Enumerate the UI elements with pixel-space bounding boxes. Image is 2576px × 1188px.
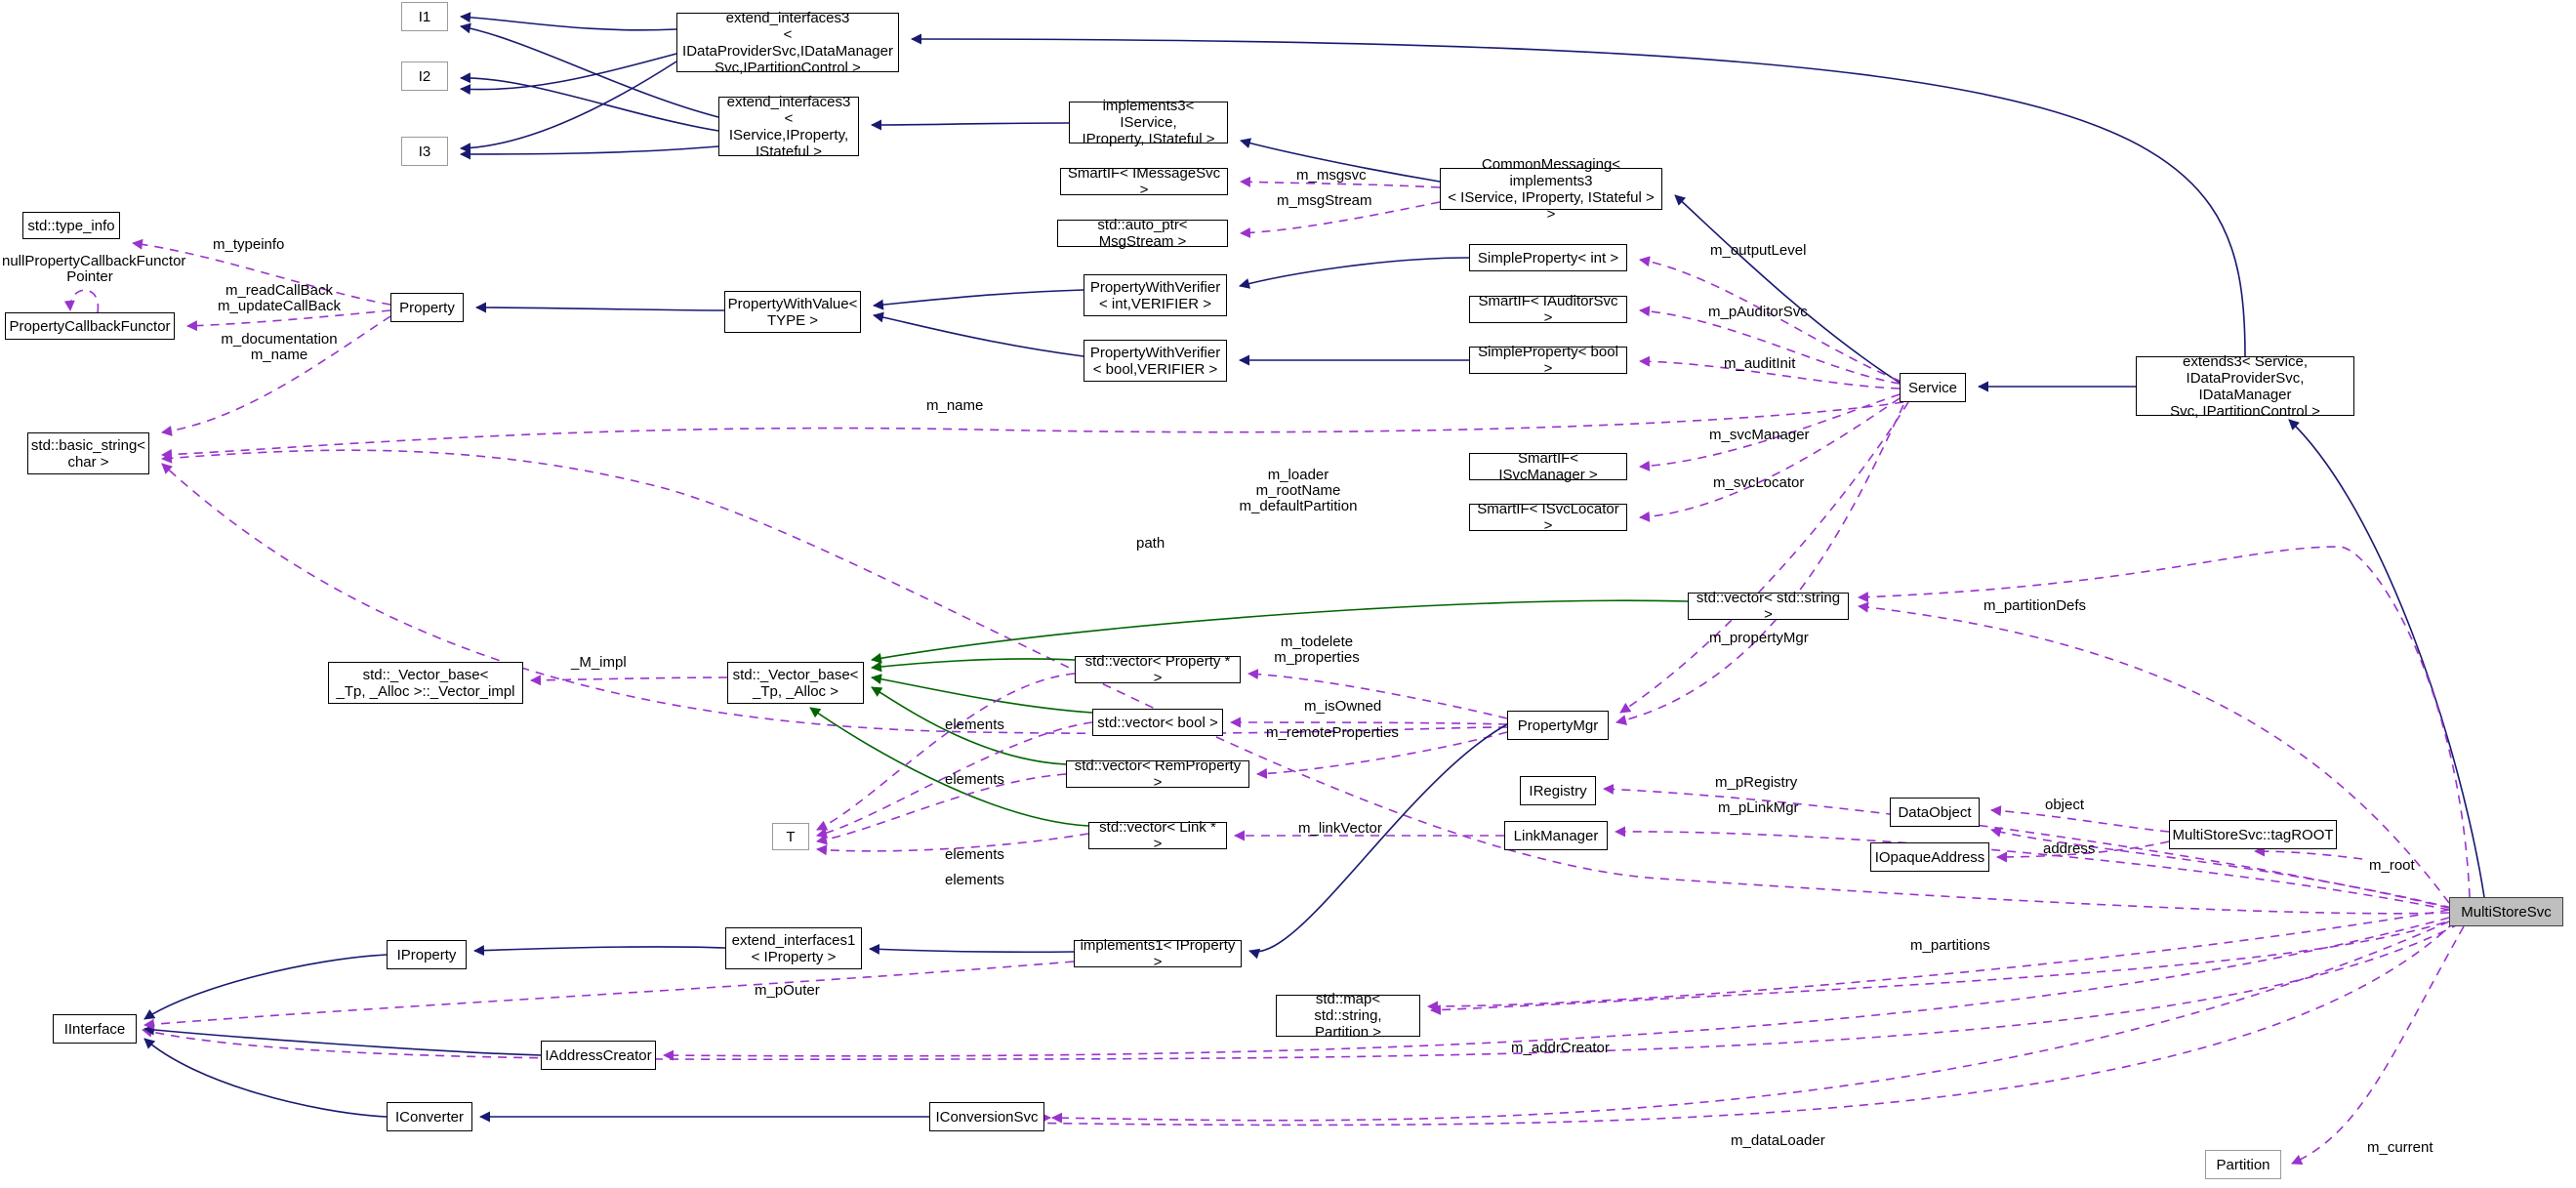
node-multistoresvc-tagroot[interactable]: MultiStoreSvc::tagROOT [2169,820,2337,849]
node-iregistry[interactable]: IRegistry [1520,776,1596,805]
edge-label-m-plinkmgr: m_pLinkMgr [1718,799,1799,816]
node-iconversionsvc[interactable]: IConversionSvc [929,1102,1044,1131]
edge-label-elements-4: elements [945,872,1004,888]
node-iopaqueaddress[interactable]: IOpaqueAddress [1870,842,1989,872]
node-propertywithvalue[interactable]: PropertyWithValue< TYPE > [724,291,861,333]
node-dataobject[interactable]: DataObject [1890,798,1980,827]
edge-label-m-propertymgr: m_propertyMgr [1709,630,1809,646]
node-smartif-isvclocator[interactable]: SmartIF< ISvcLocator > [1469,501,1627,534]
edge-label-m-msgsvc: m_msgsvc [1296,167,1367,184]
edge-label-address: address [2043,840,2096,857]
node-implements3-iservice[interactable]: implements3< IService, IProperty, IState… [1069,98,1228,147]
edge-label-m-outputlevel: m_outputLevel [1710,242,1807,259]
node-propertycallbackfunctor[interactable]: PropertyCallbackFunctor [5,312,175,340]
node-extend-interfaces3-dataprovidersvc[interactable]: extend_interfaces3 < IDataProviderSvc,ID… [676,10,899,76]
edge-label-m-svcmanager: m_svcManager [1709,427,1810,443]
edge-label-m-addrcreator: m_addrCreator [1511,1040,1610,1056]
edge-label-m-dataloader: m_dataLoader [1731,1132,1825,1149]
node-vector-property-ptr[interactable]: std::vector< Property * > [1075,653,1241,686]
edge-label-m-pregistry: m_pRegistry [1715,774,1798,791]
edge-label-m-isowned: m_isOwned [1304,698,1382,715]
edge-label-m-pauditorsvc: m_pAuditorSvc [1708,304,1808,320]
edge-label-m-typeinfo: m_typeinfo [213,236,285,253]
edge-label-object: object [2045,797,2085,813]
node-i3[interactable]: I3 [401,137,448,166]
edge-label-m-linkvector: m_linkVector [1298,820,1382,837]
edge-label-m-documentation: m_documentation m_name [221,331,338,363]
edge-label-path: path [1136,535,1165,552]
node-vector-base-impl[interactable]: std::_Vector_base< _Tp, _Alloc >::_Vecto… [328,662,523,704]
node-implements1-iproperty[interactable]: implements1< IProperty > [1074,937,1242,970]
edge-label-m-partitions: m_partitions [1910,937,1990,954]
node-simpleproperty-bool[interactable]: SimpleProperty< bool > [1469,344,1627,377]
node-propertymgr[interactable]: PropertyMgr [1507,711,1609,740]
node-iinterface[interactable]: IInterface [53,1014,137,1044]
node-extend-interfaces3-iservice[interactable]: extend_interfaces3 < IService,IProperty,… [718,94,859,160]
edge-label-m-msgstream: m_msgStream [1277,192,1372,209]
node-std-basic-string[interactable]: std::basic_string< char > [27,432,149,474]
node-propertywithverifier-int[interactable]: PropertyWithVerifier < int,VERIFIER > [1084,274,1227,316]
node-vector-remproperty[interactable]: std::vector< RemProperty > [1066,758,1249,791]
node-simpleproperty-int[interactable]: SimpleProperty< int > [1469,244,1627,271]
node-extends3-service[interactable]: extends3< Service, IDataProviderSvc, IDa… [2136,353,2354,420]
node-vector-bool[interactable]: std::vector< bool > [1092,709,1223,736]
edge-label-m-root: m_root [2369,857,2415,874]
node-vector-base[interactable]: std::_Vector_base< _Tp, _Alloc > [727,662,864,704]
node-partition[interactable]: Partition [2205,1150,2281,1179]
node-propertywithverifier-bool[interactable]: PropertyWithVerifier < bool,VERIFIER > [1084,340,1227,382]
node-vector-link-ptr[interactable]: std::vector< Link * > [1088,819,1227,852]
edge-label-m-impl: _M_impl [571,654,627,671]
node-i1[interactable]: I1 [401,2,448,31]
edge-label-elements-1: elements [945,717,1004,733]
edge-label-nullpropertycallbackfunctorpointer: nullPropertyCallbackFunctor Pointer [2,253,186,285]
node-smartif-iauditorsvc[interactable]: SmartIF< IAuditorSvc > [1469,293,1627,326]
edge-label-m-pouter: m_pOuter [755,982,820,999]
node-map-string-partition[interactable]: std::map< std::string, Partition > [1276,991,1420,1041]
node-smartif-isvcmanager[interactable]: SmartIF< ISvcManager > [1469,450,1627,483]
node-smartif-imessagesvc[interactable]: SmartIF< IMessageSvc > [1060,165,1228,198]
edge-label-m-readcallback: m_readCallBack m_updateCallBack [218,282,341,314]
edge-label-m-svclocator: m_svcLocator [1713,474,1805,491]
node-std-type-info[interactable]: std::type_info [22,212,120,239]
edge-label-m-remoteproperties: m_remoteProperties [1266,724,1399,741]
edge-label-m-partitiondefs: m_partitionDefs [1983,597,2087,614]
node-service[interactable]: Service [1900,373,1966,402]
node-iproperty[interactable]: IProperty [387,940,467,969]
node-vector-string[interactable]: std::vector< std::string > [1688,590,1849,623]
edge-label-m-auditinit: m_auditInit [1724,355,1796,372]
node-commonmessaging[interactable]: CommonMessaging< implements3 < IService,… [1440,156,1662,223]
edge-label-m-current: m_current [2367,1139,2433,1156]
edge-label-m-loader: m_loader m_rootName m_defaultPartition [1239,467,1358,514]
edge-label-m-name: m_name [926,397,984,414]
node-extend-interfaces1-iproperty[interactable]: extend_interfaces1 < IProperty > [725,927,862,969]
edge-label-m-todelete: m_todelete m_properties [1274,634,1360,666]
node-linkmanager[interactable]: LinkManager [1504,821,1608,850]
node-i2[interactable]: I2 [401,61,448,91]
node-template-t[interactable]: T [772,823,809,850]
edge-label-elements-2: elements [945,771,1004,788]
node-auto-ptr-msgstream[interactable]: std::auto_ptr< MsgStream > [1057,217,1228,250]
node-property[interactable]: Property [390,293,464,322]
node-iconverter[interactable]: IConverter [387,1102,472,1131]
edge-label-elements-3: elements [945,846,1004,863]
node-multistoresvc[interactable]: MultiStoreSvc [2449,897,2563,926]
node-iaddresscreator[interactable]: IAddressCreator [541,1041,656,1070]
